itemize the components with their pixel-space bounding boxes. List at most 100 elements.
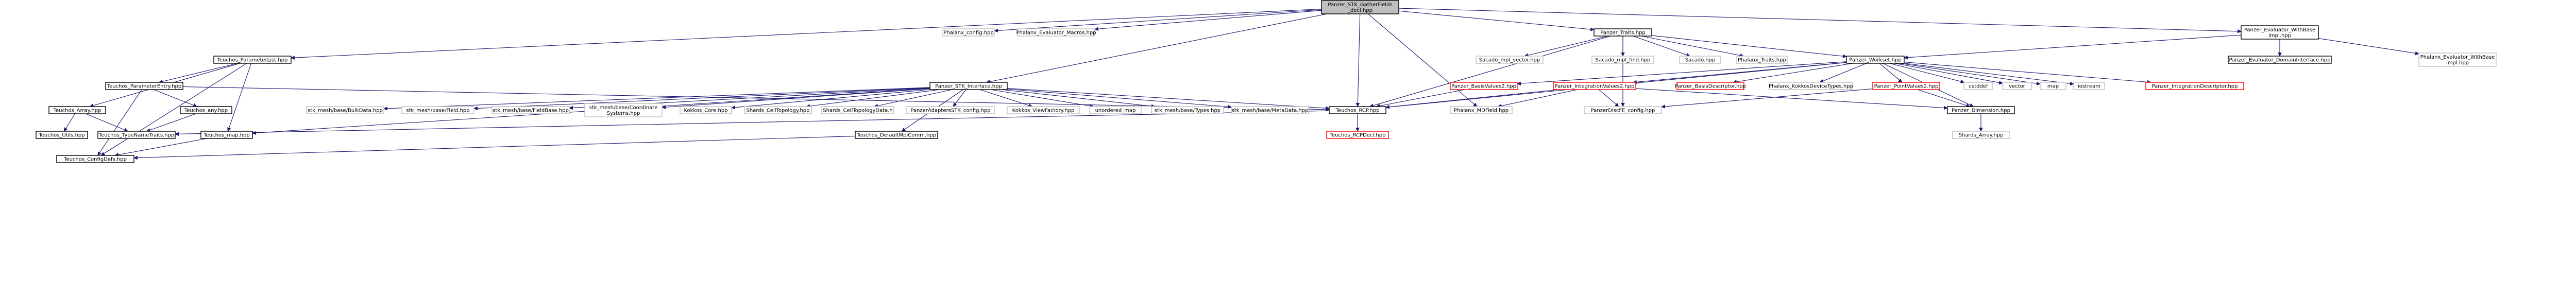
edge-panzer_stk_interface-to-stk_types	[1001, 89, 1156, 109]
node-label-phalanx_evaluator_withbase: Phalanx_Evaluator_WithBase	[2420, 55, 2495, 60]
edge-root-to-phalanx_mdfield	[1367, 13, 1478, 107]
node-teuchos_rcpdecl[interactable]: Teuchos_RCPDecl.hpp	[1326, 131, 1389, 139]
node-label-phalanx_mdfield: Phalanx_MDField.hpp	[1454, 108, 1509, 114]
node-teuchos_any[interactable]: Teuchos_any.hpp	[180, 106, 232, 114]
edge-teuchos_parameterlist-to-teuchos_parameterentry	[159, 63, 238, 84]
node-stk_metadata[interactable]: stk_mesh/base/MetaData.hpp	[1231, 106, 1309, 114]
node-panzer_pointvalues2[interactable]: Panzer_PointValues2.hpp	[1872, 82, 1940, 90]
node-teuchos_array[interactable]: Teuchos_Array.hpp	[48, 106, 106, 114]
node-label-panzer_dimension: Panzer_Dimension.hpp	[1952, 108, 2010, 114]
node-iostream[interactable]: iostream	[2073, 82, 2105, 90]
node-sacado_mpl_vector[interactable]: Sacado_mpl_vector.hpp	[1476, 56, 1544, 64]
node-root[interactable]: Panzer_STK_GatherFields_decl.hpp	[1321, 0, 1399, 14]
node-teuchos_map[interactable]: Teuchos_map.hpp	[200, 131, 253, 139]
node-cstddef[interactable]: cstddef	[1963, 82, 1993, 90]
node-box-shards_array	[1952, 131, 2010, 139]
node-map[interactable]: map	[2040, 82, 2066, 90]
node-label-panzer_discfe_config: PanzerDiscFE_config.hpp	[1591, 108, 1655, 114]
node-phalanx_traits[interactable]: Phalanx_Traits.hpp	[1736, 56, 1788, 64]
node-stk_bulkdata[interactable]: stk_mesh/base/BulkData.hpp	[306, 106, 384, 114]
node-teuchos_parameterentry[interactable]: Teuchos_ParameterEntry.hpp	[105, 82, 183, 90]
node-teuchos_rcp[interactable]: Teuchos_RCP.hpp	[1329, 106, 1386, 114]
node-label-vector: vector	[2009, 84, 2026, 90]
node-panzer_dimension[interactable]: Panzer_Dimension.hpp	[1947, 106, 2015, 114]
node-box-panzer_integrationvalues2	[1553, 82, 1636, 90]
node-box-phalanx_kokkosdevicetypes	[1769, 82, 1853, 90]
node-shards_celltopology[interactable]: Shards_CellTopology.hpp	[744, 106, 812, 114]
node-sacado_mpl_find[interactable]: Sacado_mpl_find.hpp	[1591, 56, 1654, 64]
node-panzer_evaluator_domaininterface[interactable]: Panzer_Evaluator_DomainInterface.hpp	[2228, 56, 2332, 64]
node-panzer_traits[interactable]: Panzer_Traits.hpp	[1594, 28, 1652, 37]
node-panzer_integrationvalues2[interactable]: Panzer_IntegrationValues2.hpp	[1553, 82, 1636, 90]
node-panzer_stk_interface[interactable]: Panzer_STK_Interface.hpp	[929, 82, 1008, 90]
node-label-teuchos_any: Teuchos_any.hpp	[184, 108, 228, 114]
node-stk_field[interactable]: stk_mesh/base/Field.hpp	[401, 106, 474, 114]
node-box-sacado_mpl_find	[1591, 56, 1654, 64]
node-vector[interactable]: vector	[2002, 82, 2032, 90]
node-phalanx_config[interactable]: Phalanx_config.hpp	[942, 28, 995, 37]
node-box-phalanx_config	[942, 28, 995, 37]
node-label-sacado_mpl_find: Sacado_mpl_find.hpp	[1596, 58, 1651, 63]
edge-panzer_workset-to-panzer_basisdescriptor	[1733, 63, 1853, 84]
edge-teuchos_parameterentry-to-teuchos_configdefs	[97, 89, 142, 156]
node-panzer_workset[interactable]: Panzer_Workset.hpp	[1846, 56, 1905, 64]
node-panzer_integrationdescriptor[interactable]: Panzer_IntegrationDescriptor.hpp	[2145, 82, 2244, 90]
edge-panzer_workset-to-panzer_pointvalues2	[1879, 63, 1903, 83]
node-label-phalanx_config: Phalanx_config.hpp	[943, 30, 993, 36]
node-teuchos_utils[interactable]: Teuchos_Utils.hpp	[36, 131, 88, 139]
node-kokkos_viewfactory[interactable]: Kokkos_ViewFactory.hpp	[1007, 106, 1080, 114]
node-box-teuchos_defaultmpicomm	[855, 131, 938, 139]
edge-panzer_stk_interface-to-stk_field	[473, 87, 930, 111]
node-label-phalanx_evaluator_withbase: Impl.hpp	[2446, 60, 2469, 66]
node-label-phalanx_kokkosdevicetypes: Phalanx_KokkosDeviceTypes.hpp	[1769, 84, 1853, 90]
node-teuchos_parameterlist[interactable]: Teuchos_ParameterList.hpp	[213, 56, 292, 64]
edge-teuchos_parameterlist-to-teuchos_configdefs	[100, 63, 247, 156]
node-shards_celltopologydata[interactable]: Shards_CellTopologyData.h	[821, 106, 894, 114]
node-label-panzer_basisvalues2: Panzer_BasisValues2.hpp	[1451, 84, 1516, 90]
node-box-teuchos_array	[48, 106, 106, 114]
node-label-panzer_evaluator_withbase: Panzer_Evaluator_WithBase	[2244, 27, 2315, 33]
node-box-stk_field	[401, 106, 474, 114]
node-shards_array[interactable]: Shards_Array.hpp	[1952, 131, 2010, 139]
node-teuchos_typenametraits[interactable]: Teuchos_TypeNameTraits.hpp	[97, 131, 176, 139]
edge-panzer_basisvalues2-to-teuchos_rcp	[1376, 89, 1465, 108]
edge-panzer_stk_interface-to-unordered_map	[990, 89, 1094, 108]
node-label-shards_celltopologydata: Shards_CellTopologyData.h	[823, 108, 893, 114]
edge-panzer_traits-to-sacado_mpl_vector	[1524, 36, 1608, 58]
node-stk_fieldbase[interactable]: stk_mesh/base/FieldBase.hpp	[492, 106, 570, 114]
node-box-stk_types	[1151, 106, 1224, 114]
node-unordered_map[interactable]: unordered_map	[1089, 106, 1142, 114]
edge-panzer_pointvalues2-to-panzer_dimension	[1917, 89, 1971, 108]
node-box-kokkos_core	[680, 106, 732, 114]
node-box-panzer_traits	[1594, 28, 1652, 37]
node-kokkos_core[interactable]: Kokkos_Core.hpp	[680, 106, 732, 114]
node-phalanx_kokkosdevicetypes[interactable]: Phalanx_KokkosDeviceTypes.hpp	[1769, 82, 1853, 90]
edge-panzer_traits-to-teuchos_rcp	[1369, 36, 1611, 108]
node-label-phalanx_traits: Phalanx_Traits.hpp	[1738, 58, 1786, 63]
node-label-teuchos_typenametraits: Teuchos_TypeNameTraits.hpp	[98, 133, 175, 138]
node-panzeradaptors_stk_config[interactable]: PanzerAdaptersSTK_config.hpp	[906, 106, 995, 114]
node-stk_types[interactable]: stk_mesh/base/Types.hpp	[1151, 106, 1224, 114]
node-box-panzeradaptors_stk_config	[906, 106, 995, 114]
node-teuchos_defaultmpicomm[interactable]: Teuchos_DefaultMpiComm.hpp	[855, 131, 938, 139]
node-label-map: map	[2047, 84, 2059, 90]
node-label-panzer_workset: Panzer_Workset.hpp	[1849, 58, 1901, 63]
edge-teuchos_parameterlist-to-teuchos_map	[227, 63, 252, 132]
edge-panzer_stk_interface-to-stk_coordinatesystems	[662, 88, 930, 110]
edge-teuchos_defaultmpicomm-to-teuchos_configdefs	[133, 135, 856, 160]
node-panzer_basisvalues2[interactable]: Panzer_BasisValues2.hpp	[1450, 82, 1518, 90]
node-label-stk_coordinatesystems: Systems.hpp	[607, 111, 640, 116]
node-panzer_discfe_config[interactable]: PanzerDiscFE_config.hpp	[1584, 106, 1662, 114]
node-sacado[interactable]: Sacado.hpp	[1679, 56, 1721, 64]
node-box-unordered_map	[1089, 106, 1142, 114]
node-phalanx_evaluator_macros[interactable]: Phalanx_Evaluator_Macros.hpp	[1016, 28, 1096, 37]
edge-panzer_workset-to-panzer_basisvalues2	[1517, 61, 1847, 86]
node-box-panzer_evaluator_withbase	[2241, 25, 2319, 40]
node-teuchos_configdefs[interactable]: Teuchos_ConfigDefs.hpp	[56, 155, 134, 163]
node-panzer_basisdescriptor[interactable]: Panzer_BasisDescriptor.hpp	[1675, 82, 1746, 90]
node-phalanx_mdfield[interactable]: Phalanx_MDField.hpp	[1450, 106, 1513, 114]
